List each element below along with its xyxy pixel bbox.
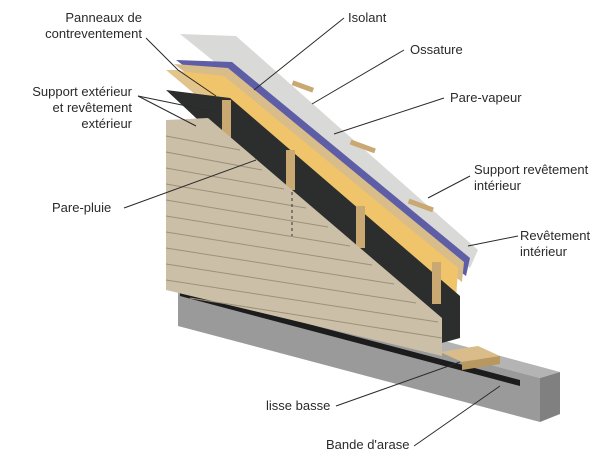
label-isolant: Isolant — [348, 10, 387, 25]
foundation-end — [540, 372, 560, 422]
label-bande-arase: Bande d'arase — [326, 437, 410, 452]
leader-panneaux — [145, 37, 217, 97]
leader-bande-arase — [413, 385, 501, 447]
label-panneaux-de-contreventement: Panneaux de contreventement — [45, 10, 142, 41]
stud — [356, 206, 365, 248]
label-ossature: Ossature — [410, 42, 463, 57]
label-revetement-interieur: Revêtement intérieur — [520, 228, 591, 259]
top-plate — [349, 139, 376, 154]
stud — [286, 150, 295, 190]
bande-arase-strip — [180, 290, 520, 386]
leader-support-int — [427, 175, 471, 199]
label-pare-vapeur: Pare-vapeur — [450, 90, 522, 105]
label-lisse-basse: lisse basse — [266, 398, 331, 413]
label-support-exterieur: Support extérieur et revêtement extérieu… — [32, 84, 132, 131]
leader-ossature — [311, 49, 405, 105]
label-support-revetement-interieur: Support revêtement intérieur — [474, 162, 589, 193]
label-pare-pluie: Pare-pluie — [52, 200, 112, 215]
leader-pare-vapeur — [333, 97, 445, 135]
leader-support-ext-a — [137, 95, 217, 113]
leader-lisse-basse — [335, 361, 461, 407]
top-plate — [407, 198, 434, 213]
sill-plate-side — [462, 356, 500, 370]
leader-support-ext-b — [137, 95, 197, 127]
leader-lines — [123, 17, 519, 447]
sill-plate — [440, 346, 500, 362]
leader-revetement — [467, 235, 519, 247]
leader-isolant — [253, 17, 345, 91]
leader-pare-pluie — [123, 159, 257, 209]
exterior-siding — [165, 118, 443, 356]
stud — [222, 100, 231, 140]
stud — [432, 262, 441, 304]
top-plate — [291, 80, 315, 93]
